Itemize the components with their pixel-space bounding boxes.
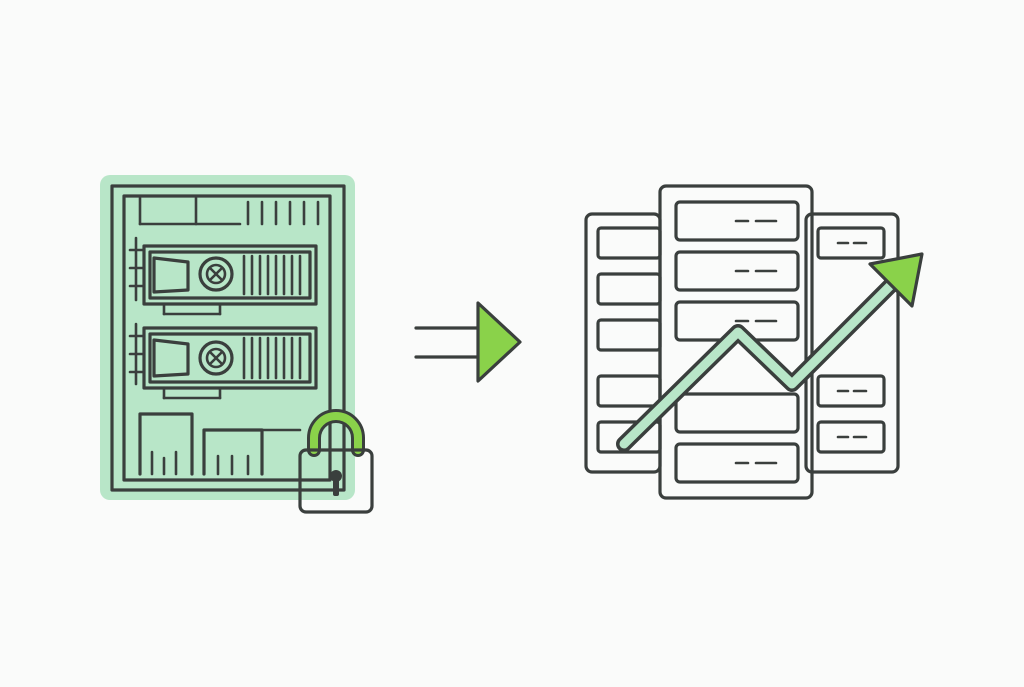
server-inner-frame [122,194,332,482]
server-rack-growth-icon [584,184,924,500]
top-vents [138,196,320,226]
gpu-card-2 [128,322,318,400]
left-rack [584,212,662,474]
growth-trend-arrow-icon [616,252,924,452]
right-rack [804,212,900,474]
server-outer-frame [110,184,346,492]
bottom-components [138,412,302,476]
center-rack [658,184,814,500]
gpu-card-1 [128,236,318,316]
locked-gpu-server-icon [100,175,374,514]
padlock-icon [298,409,374,514]
forward-arrow-icon [414,301,522,383]
